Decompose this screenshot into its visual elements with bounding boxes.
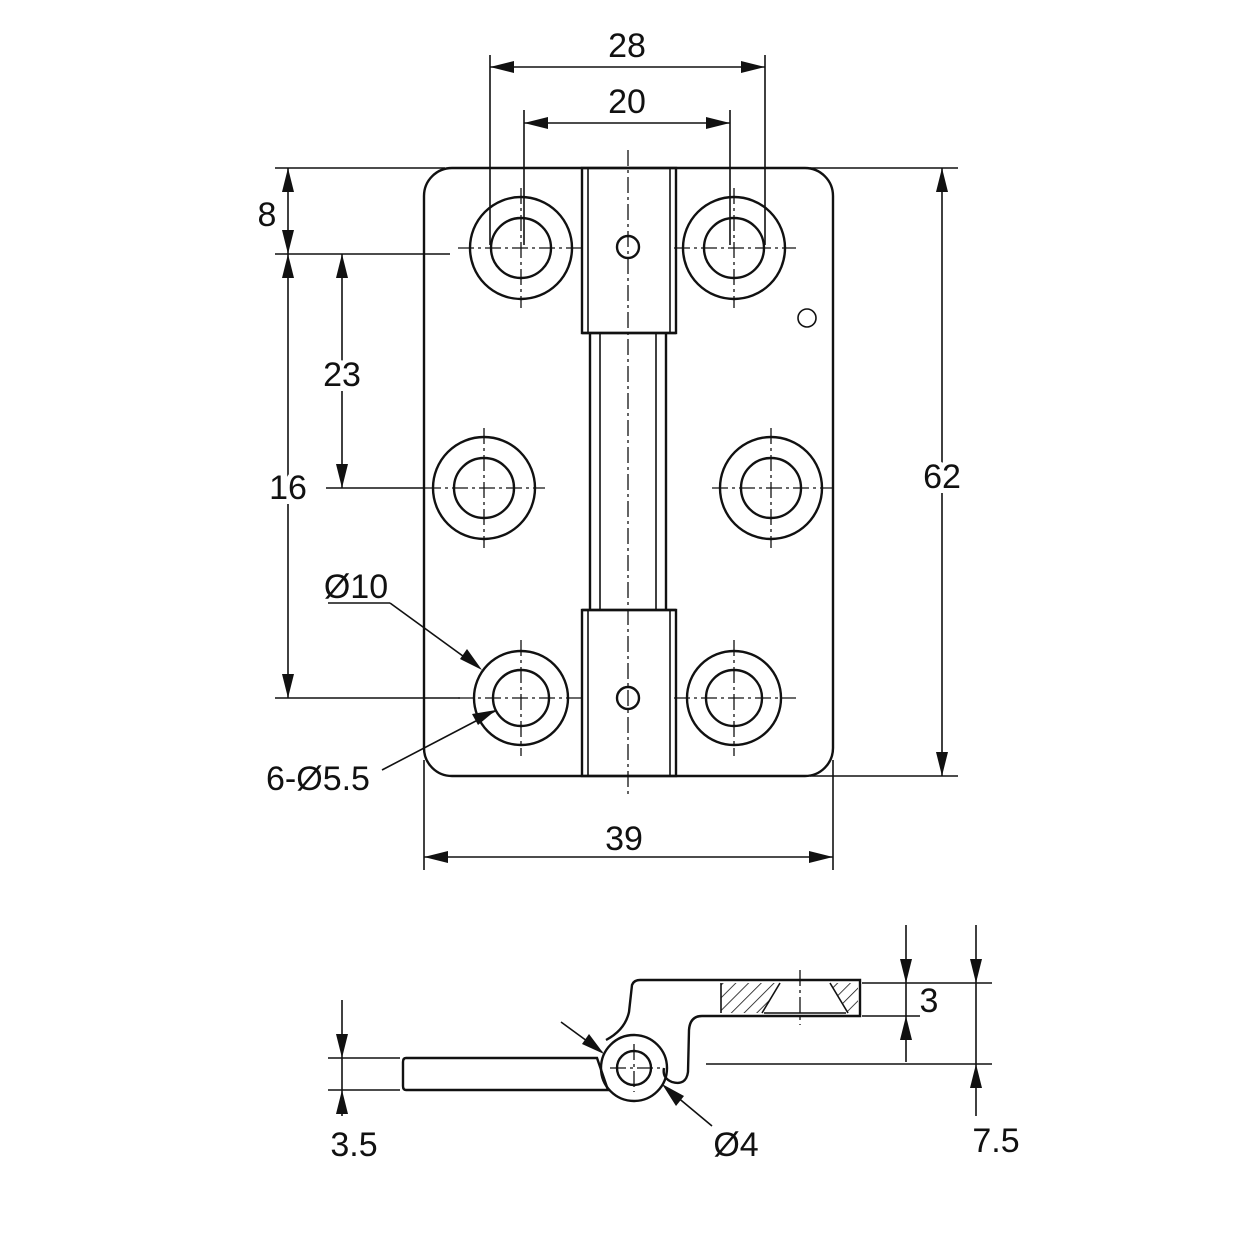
dimension-label: 28 (608, 27, 646, 65)
mounting-hole (425, 428, 545, 548)
mounting-hole (458, 188, 582, 308)
dimension-label: Ø4 (713, 1126, 758, 1164)
index-dot (797, 308, 817, 328)
mounting-hole (674, 640, 796, 756)
hinge-leaf (401, 1056, 610, 1092)
dimension-3: 3 (862, 925, 992, 1062)
dimension-3.5: 3.5 (328, 1000, 400, 1164)
section-hatch (720, 970, 858, 1025)
knuckle-outline (599, 1033, 669, 1103)
side-view: 3.5 3 7.5 Ø4 (328, 925, 1020, 1164)
hinge-knuckle (580, 150, 678, 795)
dimension-label: 20 (608, 83, 646, 121)
leader-counterbore: Ø10 (324, 568, 482, 670)
dimension-20: 20 (523, 83, 731, 245)
dimension-label: 16 (269, 469, 307, 507)
dimension-label: 3 (920, 982, 939, 1020)
pin-hole (615, 685, 641, 711)
top-view: 28 20 8 23 (258, 27, 966, 870)
leader-hole-callout: 6-Ø5.5 (266, 710, 496, 798)
dimension-label: 23 (323, 356, 361, 394)
dimension-28: 28 (489, 27, 766, 245)
dimension-label: 7.5 (972, 1122, 1019, 1160)
leader-pin-diameter: Ø4 (560, 1021, 759, 1164)
mounting-hole (674, 188, 796, 308)
dimension-label: 8 (258, 196, 277, 234)
dimension-16: 16 (264, 254, 460, 699)
dimension-7.5: 7.5 (706, 925, 1020, 1160)
dimension-23: 23 (318, 254, 425, 489)
dimension-62: 62 (810, 167, 966, 777)
hinge-leaf-raised (605, 978, 862, 1085)
dimension-label: 3.5 (330, 1126, 377, 1164)
mounting-hole (712, 428, 832, 548)
dimension-label: 39 (605, 820, 643, 858)
mounting-hole (458, 640, 582, 756)
dimension-8: 8 (258, 167, 450, 255)
dimension-label: Ø10 (324, 568, 388, 606)
dimension-label: 6-Ø5.5 (266, 760, 370, 798)
dimension-label: 62 (923, 458, 961, 496)
dimension-39: 39 (423, 760, 834, 870)
